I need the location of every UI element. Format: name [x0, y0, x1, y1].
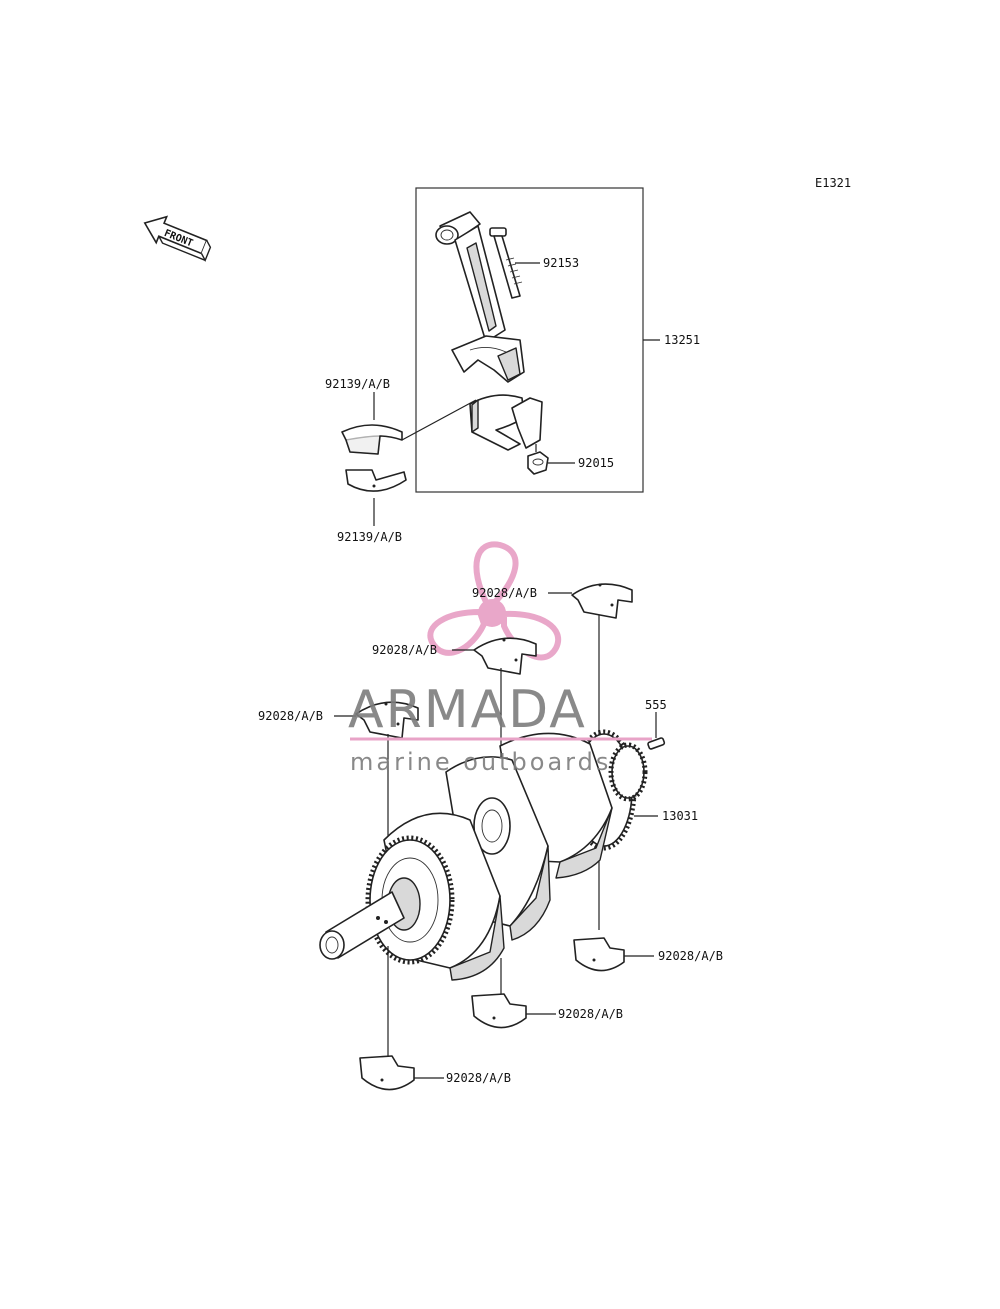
conrod-cap	[469, 394, 543, 451]
callout-13251: 13251	[664, 333, 700, 347]
callout-13031: 13031	[662, 809, 698, 823]
callout-92153: 92153	[543, 256, 579, 270]
callout-92028-2: 92028/A/B	[372, 643, 437, 657]
callout-92028-6: 92028/A/B	[446, 1071, 511, 1085]
callout-92028-3: 92028/A/B	[258, 709, 323, 723]
conrod-nut	[527, 451, 549, 475]
conrod-bearing-lower	[345, 469, 407, 492]
main-bearing-5	[471, 993, 527, 1029]
main-bearing-4	[573, 937, 625, 972]
main-bearing-3	[355, 701, 419, 739]
watermark-brand: ARMADA	[348, 680, 587, 740]
crankshaft	[319, 729, 648, 981]
callout-92139-lower: 92139/A/B	[337, 530, 402, 544]
front-arrow-icon: FRONT	[143, 215, 212, 262]
main-bearing-1	[571, 583, 633, 619]
dowel-pin	[647, 737, 666, 750]
conrod-bearing-upper	[341, 424, 403, 455]
watermark-tagline: marine outboards	[350, 748, 611, 776]
diagram-code: E1321	[815, 176, 851, 190]
callout-92028-5: 92028/A/B	[558, 1007, 623, 1021]
callout-92139-upper: 92139/A/B	[325, 377, 390, 391]
callout-92028-1: 92028/A/B	[472, 586, 537, 600]
callout-92028-4: 92028/A/B	[658, 949, 723, 963]
main-bearing-6	[359, 1055, 415, 1091]
conrod-bolt	[489, 227, 523, 299]
callout-555: 555	[645, 698, 667, 712]
main-bearing-2	[473, 637, 537, 675]
callout-92015: 92015	[578, 456, 614, 470]
connecting-rod	[435, 211, 525, 383]
